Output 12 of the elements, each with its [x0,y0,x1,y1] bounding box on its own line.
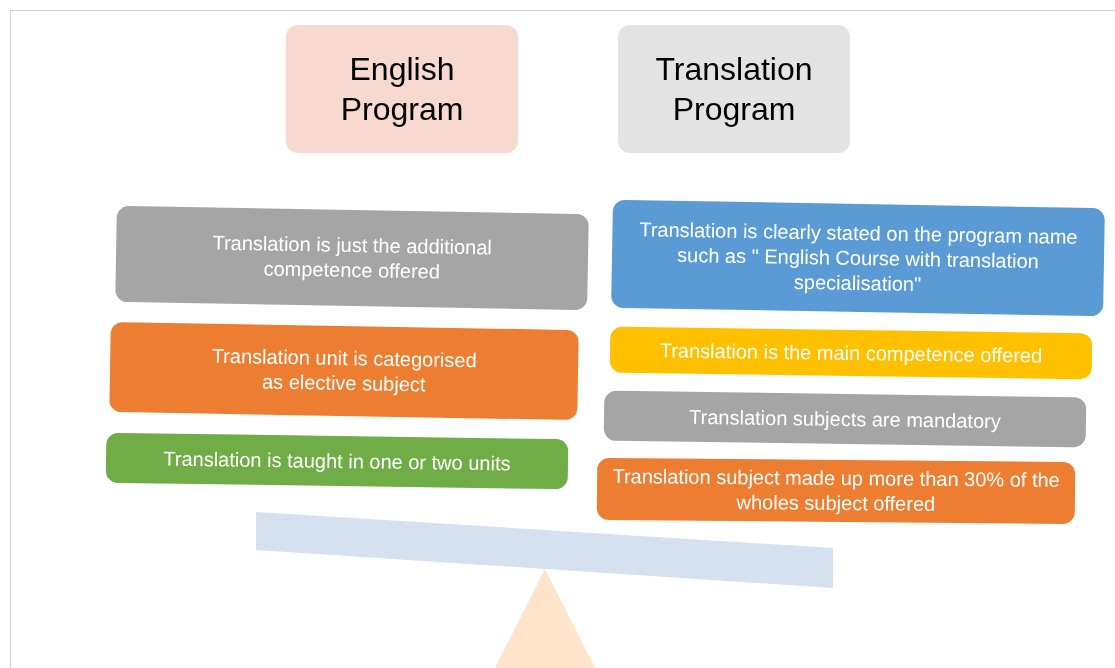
statement-text: Translation is the main competence offered [659,337,1043,369]
header-box [618,25,850,153]
program-title: Translation Program [655,50,813,129]
statement-text: Translation is clearly stated on the program name such as " English Course with translation specialisation" [638,216,1079,297]
header-box [286,25,518,153]
statement-text: Translation is just the additional competence offered [211,230,494,285]
statement-text: Translation unit is categorised as elective subject [210,343,478,398]
program-title: English Program [339,50,465,129]
statement-text: Translation subject made up more than 30% of the wholes subject offered [611,464,1061,517]
statement-box [596,457,1076,525]
statement-text: Translation is taught in one or two units [163,446,511,476]
statement-text: Translation subjects are mandatory [689,404,1001,434]
